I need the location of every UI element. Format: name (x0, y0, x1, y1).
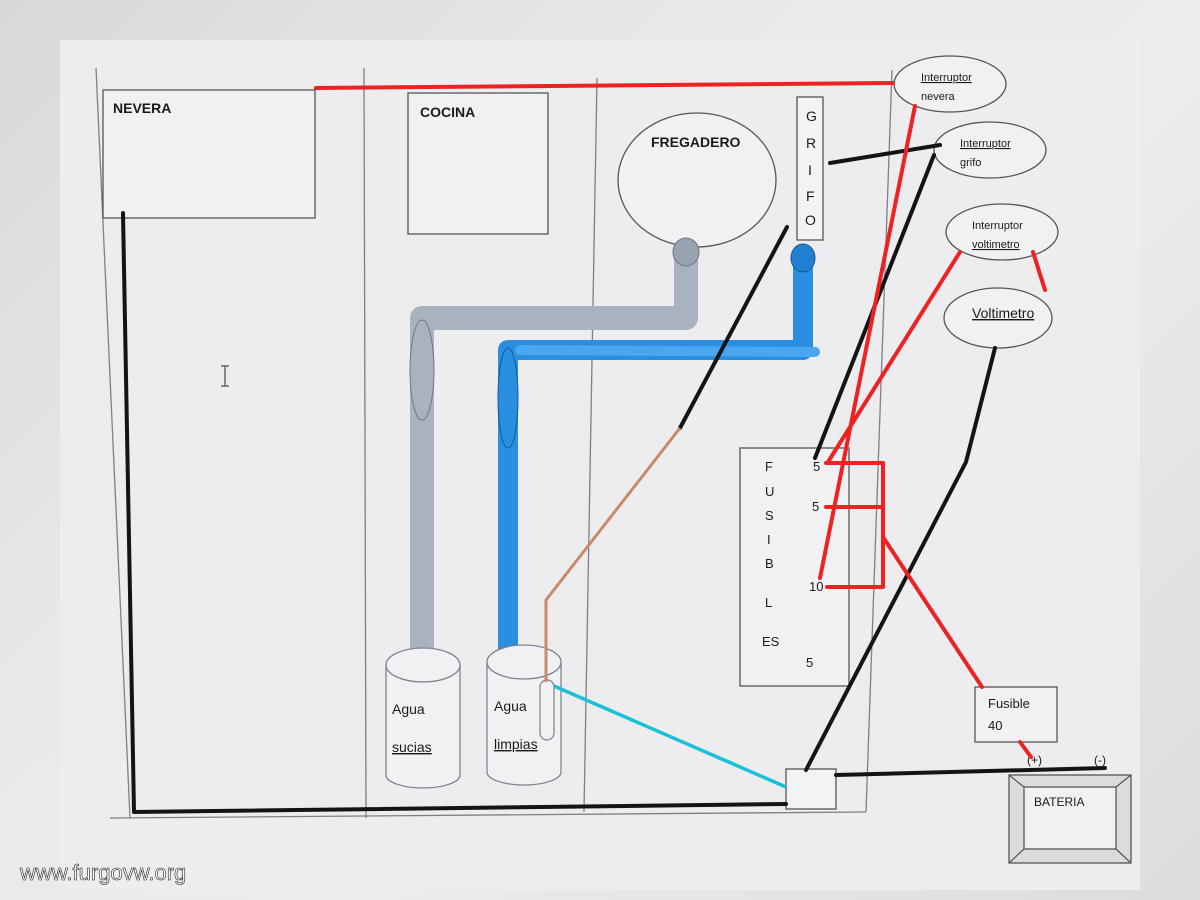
wire-nevera-switch (314, 81, 895, 90)
junction-box (785, 768, 837, 810)
switch-voltimetro-label: Interruptor (972, 220, 1023, 232)
switch-voltimetro-label: voltimetro (972, 239, 1020, 251)
grifo-tap-box: G R I F O (796, 96, 824, 241)
battery: BATERIA (1008, 774, 1132, 864)
fuse-value: 5 (813, 459, 820, 474)
fuse-bus (824, 461, 885, 589)
switch-grifo-label: grifo (960, 157, 981, 169)
wire-grifo-switch (828, 143, 942, 165)
cabinet-outline (95, 67, 893, 819)
tank-agua-limpias: Agua limpias (486, 644, 562, 786)
fuse-box-letter: U (765, 484, 774, 499)
waste-water-pipe (409, 237, 700, 672)
voltmeter-label: Voltimetro (972, 305, 1034, 321)
fregadero-sink: FREGADERO (617, 112, 777, 248)
text-cursor-icon (221, 365, 229, 387)
switch-grifo: Interruptor grifo (933, 121, 1047, 179)
fuse-40-label: 40 (988, 718, 1002, 733)
cocina-label: COCINA (420, 104, 475, 120)
red-wires (314, 81, 1047, 759)
fuse-box-letter: L (765, 595, 772, 610)
wire-voltmeter-junction (804, 346, 997, 772)
tank-sucias-label: sucias (392, 739, 432, 755)
grifo-letter: G (806, 108, 817, 124)
fuse-box-letter: ES (762, 634, 780, 649)
ground-wire-nevera (121, 211, 788, 814)
voltmeter: Voltimetro (943, 287, 1053, 349)
grifo-letter: F (806, 188, 815, 204)
tank-limpias-label: Agua (494, 698, 527, 714)
fuse-40: Fusible 40 (974, 686, 1058, 743)
watermark: www.furgovw.org (19, 860, 186, 885)
switch-voltimetro: Interruptor voltimetro (945, 203, 1059, 261)
grifo-letter: I (808, 162, 812, 178)
wire-fuse-bus-fuse40 (881, 535, 984, 689)
switch-nevera: Interruptor nevera (893, 55, 1007, 113)
cocina-box: COCINA (407, 92, 549, 235)
fuse-box-letter: I (767, 532, 771, 547)
switch-nevera-label: Interruptor (921, 72, 972, 84)
tank-sucias-label: Agua (392, 701, 425, 717)
fuse-value: 5 (806, 655, 813, 670)
battery-label: BATERIA (1034, 795, 1084, 809)
cyan-wire-pump-ground (553, 684, 787, 789)
fuse-box-letter: F (765, 459, 773, 474)
fregadero-label: FREGADERO (651, 134, 741, 150)
fuse-value: 10 (809, 579, 823, 594)
tank-agua-sucias: Agua sucias (385, 647, 461, 789)
switch-nevera-label: nevera (921, 91, 956, 103)
nevera-label: NEVERA (113, 100, 171, 116)
clean-water-pipe (497, 243, 820, 676)
brown-wire-pump (544, 427, 682, 682)
grifo-letter: O (805, 212, 816, 228)
wire-switch-nevera-fuse (818, 104, 917, 580)
grifo-letter: R (806, 135, 816, 151)
battery-negative-label: (-) (1094, 753, 1106, 767)
wire-switch-voltimetro-fuse (826, 250, 962, 464)
fuse-40-label: Fusible (988, 696, 1030, 711)
tank-limpias-label: limpias (494, 736, 538, 752)
wire-grifo-pump (678, 225, 789, 430)
nevera-box: NEVERA (102, 89, 316, 219)
switch-grifo-label: Interruptor (960, 138, 1011, 150)
fuse-box-letter: B (765, 556, 774, 571)
wire-fuse40-battery (1018, 740, 1033, 759)
fuse-box-letter: S (765, 508, 774, 523)
wire-junction-negative (834, 766, 1107, 777)
fuse-box: F U S I B L ES 5 5 10 5 (739, 447, 850, 687)
wire-switch-voltmeter (1031, 250, 1047, 292)
fuse-value: 5 (812, 499, 819, 514)
